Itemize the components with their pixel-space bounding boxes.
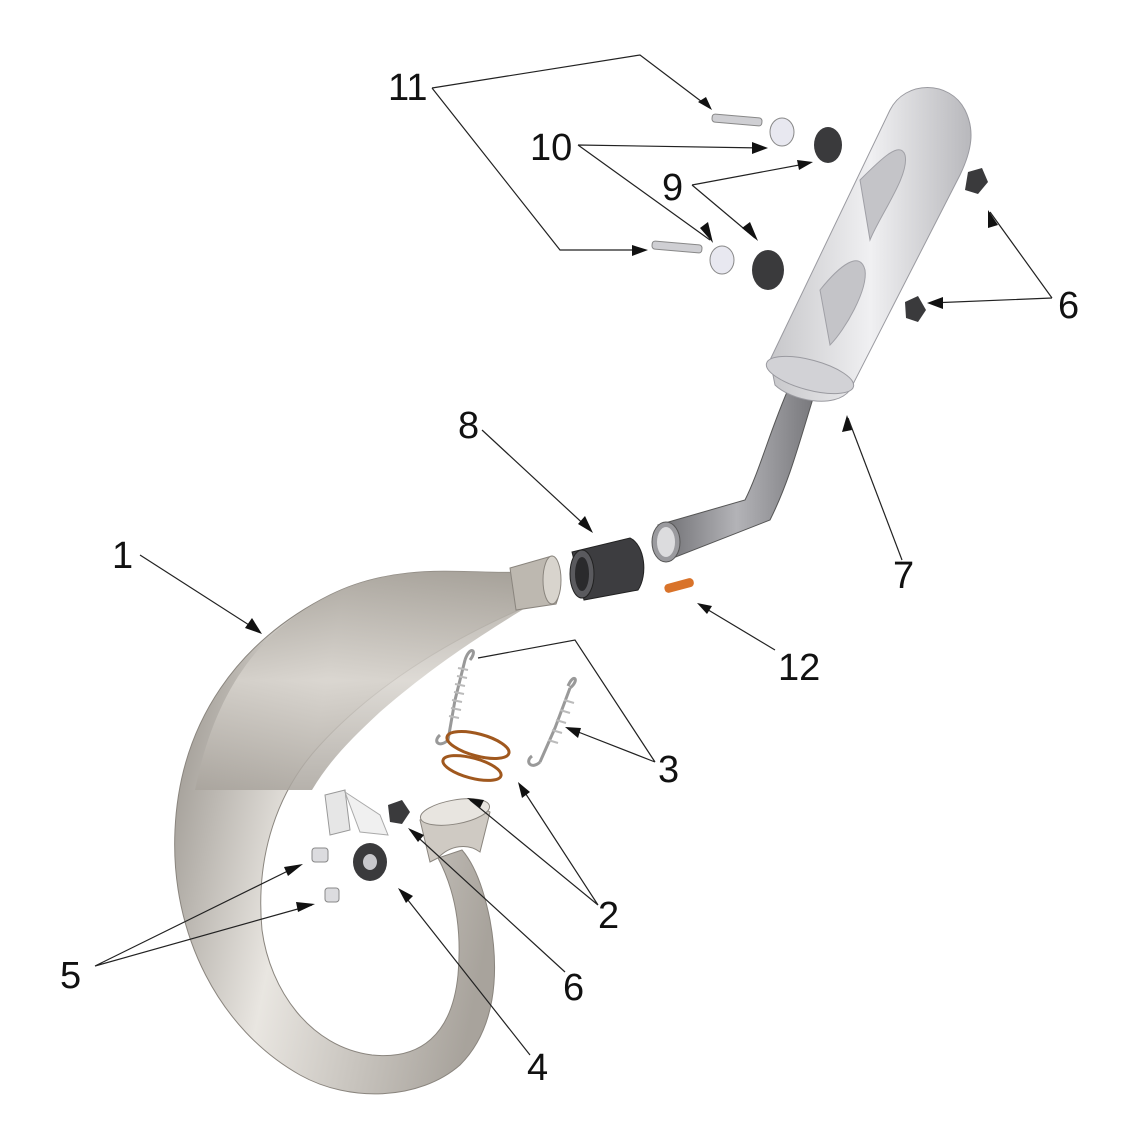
leader-12 (699, 604, 776, 651)
leader-3 (477, 639, 656, 763)
leader-4 (399, 889, 531, 1056)
grommet-upper-1 (814, 127, 842, 163)
pin (664, 578, 694, 593)
silencer-nut-2 (905, 296, 926, 322)
callout-5: 5 (60, 955, 81, 997)
leader-2 (469, 784, 599, 906)
callout-labels: 1 2 3 4 5 6 6 7 8 9 10 11 12 (60, 67, 1079, 1089)
header-opening (419, 798, 491, 826)
bushing-upper-1 (769, 117, 795, 147)
outlet-opening (542, 555, 562, 605)
upper-mount-hardware (651, 113, 842, 290)
leader-6-bottom (409, 829, 566, 973)
callout-3: 3 (658, 749, 679, 791)
callout-10: 10 (530, 127, 572, 169)
arrowheads (245, 97, 998, 912)
callout-6-top: 6 (1058, 285, 1079, 327)
callout-4: 4 (527, 1047, 548, 1089)
callout-1: 1 (112, 535, 133, 577)
lower-bolt-1 (311, 847, 329, 863)
silencer-body (769, 87, 972, 402)
grommet-upper-2 (752, 250, 784, 290)
callout-11: 11 (388, 67, 427, 109)
bracket-nut (388, 800, 410, 824)
leader-1 (139, 554, 261, 633)
leader-6-top (929, 211, 1053, 304)
lower-bolt-2 (324, 887, 340, 903)
leader-7 (847, 417, 903, 561)
silencer-nut-1 (965, 168, 988, 194)
callout-9: 9 (662, 167, 683, 209)
callout-12: 12 (778, 647, 820, 689)
coupling-sleeve (569, 537, 645, 601)
callout-8: 8 (458, 405, 479, 447)
bolt-upper-2 (651, 240, 703, 254)
callout-7: 7 (893, 555, 914, 597)
leader-10 (577, 144, 766, 241)
o-rings (441, 730, 511, 782)
mount-bracket (324, 789, 351, 836)
leader-8 (481, 429, 591, 531)
callout-6-bottom: 6 (563, 967, 584, 1009)
silencer-tube (657, 384, 816, 561)
bolt-upper-1 (711, 113, 763, 127)
callout-2: 2 (598, 895, 619, 937)
bushing-upper-2 (709, 245, 735, 275)
leader-lines (94, 54, 1053, 1056)
chamber-cone (195, 571, 530, 790)
rubber-mount (353, 843, 387, 881)
springs (435, 649, 577, 767)
silencer-assembly (651, 87, 972, 563)
leader-11 (431, 54, 711, 251)
mount-tab (343, 790, 389, 836)
expansion-chamber (174, 555, 562, 1095)
leader-5 (94, 864, 313, 967)
silencer-endcap (765, 355, 855, 395)
